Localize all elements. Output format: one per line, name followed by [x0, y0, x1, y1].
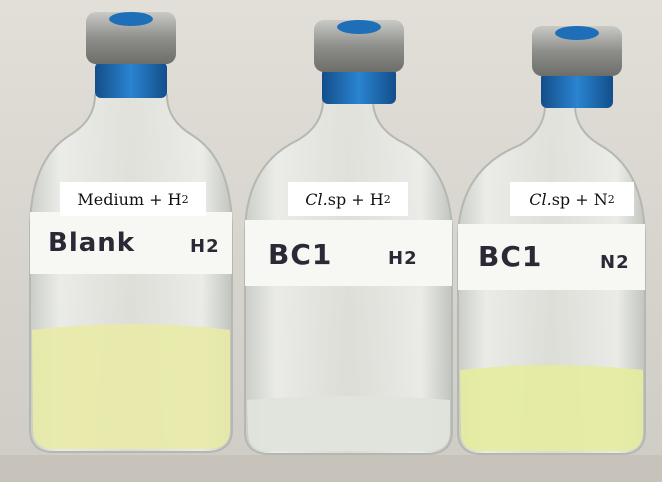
bottle-3-neck-band: [541, 72, 613, 108]
bottle-1-cap: [86, 12, 176, 64]
handwriting-bottle-1-main: Blank: [48, 228, 136, 258]
handwriting-bottle-3-gas: N2: [600, 252, 630, 273]
handwriting-bottle-1-gas: H2: [190, 236, 220, 257]
bottle-1-neck-band: [95, 62, 167, 98]
bottle-2-neck-band: [322, 68, 396, 104]
bottle-3-cap: [532, 26, 622, 76]
bottle-1-liquid: [32, 324, 230, 449]
bottle-3-liquid: [460, 365, 643, 451]
handwriting-bottle-2-main: BC1: [268, 238, 333, 271]
bottle-2-liquid: [247, 396, 450, 451]
handwriting-bottle-3-main: BC1: [478, 240, 543, 273]
handwriting-bottle-2-gas: H2: [388, 248, 418, 269]
bottle-2-cap: [314, 20, 404, 72]
